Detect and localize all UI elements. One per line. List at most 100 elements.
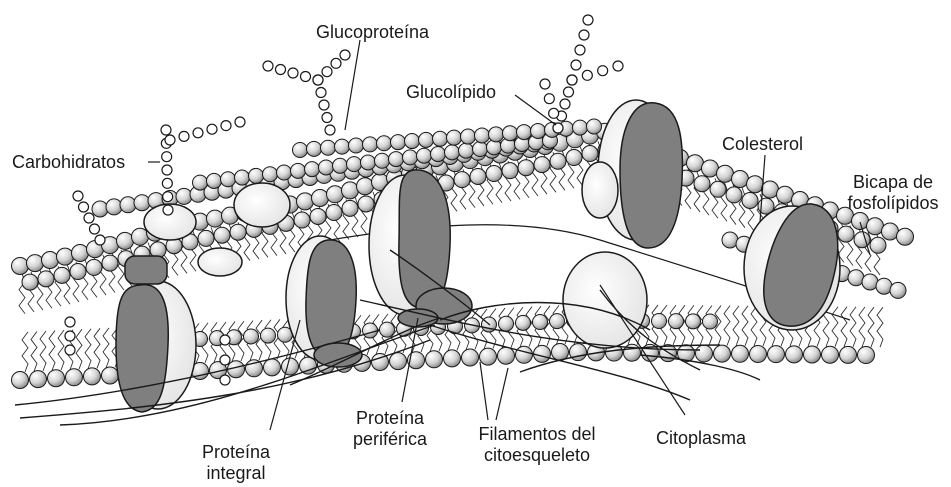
sugar-unit <box>582 70 592 80</box>
phospholipid-head <box>762 181 779 198</box>
phospholipid-head <box>822 346 839 363</box>
phospholipid-head <box>342 182 359 199</box>
sugar-unit <box>598 66 608 76</box>
phospholipid-head <box>92 201 108 217</box>
phospholipid-head <box>747 176 764 193</box>
phospholipid-head <box>377 136 392 151</box>
phospholipid-head <box>389 152 404 167</box>
phospholipid-head <box>786 346 803 363</box>
phospholipid-head <box>294 212 310 228</box>
phospholipid-head <box>38 271 54 287</box>
phospholipid-head <box>54 267 70 283</box>
lipid-tail <box>877 307 883 347</box>
sugar-unit <box>575 45 585 55</box>
sugar-unit <box>288 68 298 78</box>
sugar-unit <box>276 65 286 75</box>
sugar-unit <box>549 108 559 118</box>
phospholipid-head <box>310 208 326 224</box>
phospholipid-head <box>305 162 320 177</box>
lipid-tail <box>31 331 37 371</box>
phospholipid-head <box>363 137 378 152</box>
sugar-unit <box>313 75 323 85</box>
phospholipid-head <box>176 188 192 204</box>
phospholipid-head <box>517 125 532 140</box>
phospholipid-head <box>516 315 531 330</box>
sugar-unit <box>193 128 203 138</box>
sugar-unit <box>84 213 94 223</box>
phospholipid-head <box>106 199 122 215</box>
label-glucoproteina: Glucoproteína <box>316 22 429 43</box>
sugar-unit <box>319 100 329 110</box>
sugar-unit <box>163 192 173 202</box>
phospholipid-head <box>897 228 914 245</box>
phospholipid-head <box>57 248 74 265</box>
phospholipid-head <box>804 346 821 363</box>
phospholipid-head <box>534 345 551 362</box>
phospholipid-head <box>277 165 292 180</box>
lipid-tail <box>841 307 847 347</box>
phospholipid-head <box>717 165 734 182</box>
phospholipid-head <box>66 369 83 386</box>
phospholipid-head <box>307 141 322 156</box>
sugar-unit <box>65 331 75 341</box>
phospholipid-head <box>193 175 208 190</box>
lipid-tail <box>85 329 91 369</box>
phospholipid-head <box>652 313 667 328</box>
phospholipid-head <box>533 315 548 330</box>
label-citoplasma: Citoplasma <box>656 428 746 449</box>
phospholipid-head <box>582 146 598 162</box>
label-filamentos-line1: Filamentos del <box>462 424 612 445</box>
protein-left-dark <box>116 285 168 412</box>
phospholipid-head <box>876 278 892 294</box>
phospholipid-head <box>86 259 102 275</box>
lipid-tail <box>40 331 46 371</box>
sugar-unit <box>90 224 100 234</box>
phospholipid-head <box>244 329 259 344</box>
sugar-unit <box>179 131 189 141</box>
phospholipid-head <box>732 171 749 188</box>
lipid-tail <box>751 306 757 346</box>
phospholipid-head <box>687 155 704 172</box>
phospholipid-head <box>732 345 749 362</box>
phospholipid-head <box>84 368 101 385</box>
sugar-unit <box>322 113 332 123</box>
phospholipid-head <box>726 187 742 203</box>
phospholipid-head <box>461 129 476 144</box>
phospholipid-head <box>445 145 460 160</box>
phospholipid-head <box>264 359 281 376</box>
phospholipid-head <box>550 314 565 329</box>
sugar-unit <box>316 88 326 98</box>
phospholipid-head <box>282 358 299 375</box>
phospholipid-head <box>870 237 886 253</box>
phospholipid-head <box>722 232 738 248</box>
phospholipid-head <box>431 147 446 162</box>
phospholipid-head <box>132 228 149 245</box>
sugar-unit <box>162 178 172 188</box>
lipid-tail <box>868 307 874 347</box>
phospholipid-head <box>531 123 546 138</box>
protein-mid-dark <box>306 240 356 358</box>
sugar-unit <box>331 58 341 68</box>
sugar-unit <box>65 317 75 327</box>
phospholipid-head <box>207 210 224 227</box>
sugar-unit <box>220 355 230 365</box>
lipid-tail <box>76 329 82 369</box>
phospholipid-head <box>470 169 486 185</box>
sugar-unit <box>544 94 554 104</box>
phospholipid-head <box>417 148 432 163</box>
lipid-tail <box>832 307 838 347</box>
phospholipid-head <box>573 120 588 135</box>
protein-topright-dark <box>620 103 682 248</box>
label-proteina-periferica: Proteína periférica <box>338 408 442 450</box>
label-proteina-integral-line1: Proteína <box>186 442 286 463</box>
phospholipid-head <box>214 227 230 243</box>
phospholipid-head <box>462 349 479 366</box>
lipid-tail <box>94 328 100 368</box>
sugar-unit <box>263 61 273 71</box>
label-proteina-periferica-line1: Proteína <box>338 408 442 429</box>
phospholipid-head <box>405 134 420 149</box>
phospholipid-head <box>882 223 899 240</box>
phospholipid-head <box>319 160 334 175</box>
phospholipid-head <box>454 172 470 188</box>
sugar-unit <box>540 79 550 89</box>
